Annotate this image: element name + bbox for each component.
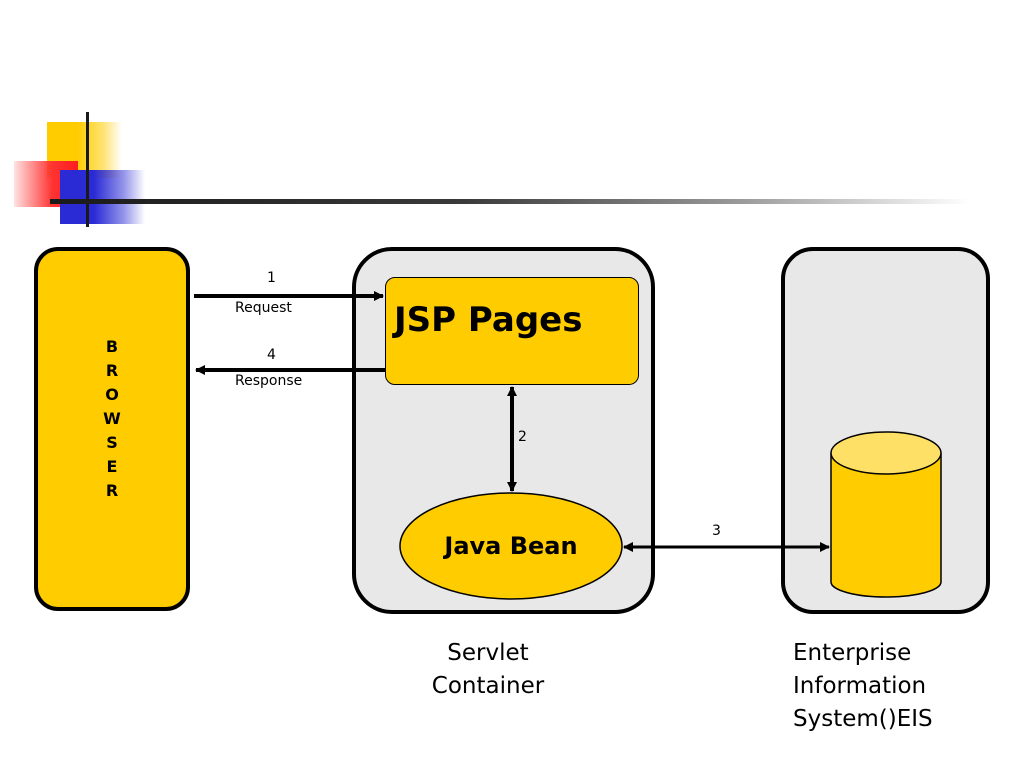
decorative-title-rule (50, 199, 970, 204)
request-label: Request (235, 300, 292, 316)
browser-label: B R O W S E R (38, 335, 186, 503)
decorative-blue-square (60, 170, 145, 224)
browser-letter: E (106, 457, 118, 476)
caption-line: Enterprise (793, 640, 912, 666)
browser-letter: S (106, 433, 118, 452)
bean-eis-step-number: 3 (712, 523, 721, 539)
request-step-number: 1 (267, 270, 276, 286)
java-bean-label: Java Bean (444, 532, 578, 560)
browser-box: B R O W S E R (34, 247, 190, 611)
decorative-vertical-line (86, 112, 89, 227)
browser-letter: O (105, 385, 119, 404)
response-label: Response (235, 373, 303, 389)
caption-line: Container (431, 673, 545, 699)
servlet-container-caption: Servlet Container (420, 637, 556, 703)
browser-letter: W (103, 409, 121, 428)
caption-line: Servlet (447, 640, 529, 666)
browser-letter: B (105, 337, 119, 356)
java-bean-ellipse (399, 492, 623, 600)
caption-line: Information (793, 673, 927, 699)
browser-letter: R (105, 361, 119, 380)
eis-caption: Enterprise Information System()EIS (793, 637, 933, 736)
response-step-number: 4 (267, 347, 276, 363)
jsp-pages-label: JSP Pages (394, 300, 583, 340)
browser-letter: R (105, 481, 119, 500)
jsp-pages-box: JSP Pages (385, 277, 639, 385)
database-icon (830, 431, 942, 598)
caption-line: System()EIS (793, 706, 933, 732)
jsp-bean-step-number: 2 (518, 429, 527, 445)
